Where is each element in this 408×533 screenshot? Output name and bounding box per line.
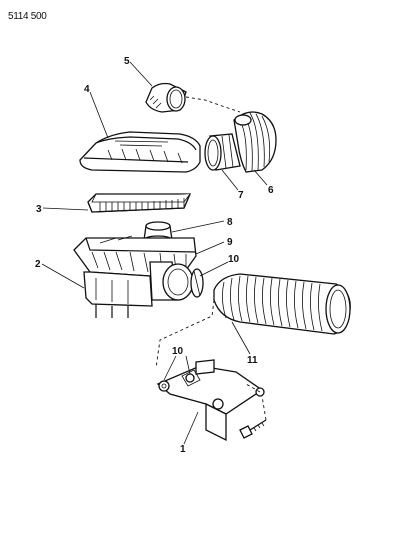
callout-8: 8: [227, 217, 233, 228]
part-9-clamp: [190, 268, 204, 298]
mounting-bolt: [239, 419, 267, 439]
part-11-flex-hose: [213, 273, 351, 335]
alignment-line-11-10: [155, 299, 215, 369]
part-7-coupler: [204, 133, 241, 171]
leader-lines: [41, 61, 268, 445]
part-2-air-cleaner-housing: [73, 235, 197, 318]
part-1-mounting-bracket: [156, 359, 265, 442]
callout-11: 11: [247, 355, 258, 366]
part-5-elbow-adapter: [145, 82, 187, 113]
callout-10-lower: 10: [172, 346, 184, 357]
callout-7: 7: [238, 190, 244, 201]
callout-5: 5: [124, 56, 130, 67]
callout-1: 1: [180, 444, 186, 455]
alignment-line-bolt: [245, 383, 267, 421]
callout-2: 2: [35, 259, 41, 270]
callout-3: 3: [36, 204, 42, 215]
callout-6: 6: [268, 185, 274, 196]
callout-4: 4: [84, 84, 90, 95]
part-3-air-filter: [87, 193, 191, 213]
part-4-air-cleaner-cover: [79, 131, 201, 173]
alignment-line-5-6: [185, 96, 241, 113]
document-number: 5114 500: [8, 11, 47, 22]
part-6-corrugated-duct: [233, 111, 277, 173]
callout-9: 9: [227, 237, 233, 248]
callout-10-upper: 10: [228, 254, 240, 265]
